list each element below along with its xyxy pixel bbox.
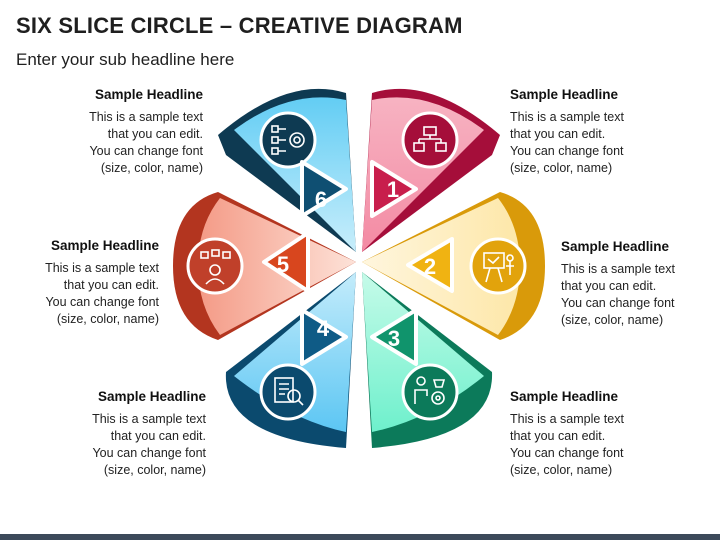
slice-6: 6 <box>218 88 356 252</box>
slice-4-number: 4 <box>317 316 330 341</box>
page-subtitle: Enter your sub headline here <box>16 50 235 69</box>
slice-3: 3 <box>362 272 493 448</box>
org-chart-icon <box>401 111 459 169</box>
block-5-headline: Sample Headline <box>50 238 159 253</box>
slice-1: 1 <box>362 88 500 252</box>
presentation-board-icon <box>469 237 527 295</box>
block-3-line-2: that you can edit. <box>510 429 606 443</box>
slice-4-triangle <box>300 308 348 366</box>
block-6-headline: Sample Headline <box>94 87 203 102</box>
block-6-line-4: (size, color, name) <box>100 161 203 175</box>
block-1-line-1: This is a sample text <box>510 110 624 124</box>
slice-5-number: 5 <box>277 252 289 277</box>
slice-2: 2 <box>362 192 545 340</box>
block-2-line-2: that you can edit. <box>561 279 657 293</box>
block-5-line-2: that you can edit. <box>63 278 159 292</box>
text-block-5: Sample Headline This is a sample text th… <box>0 237 159 328</box>
page-title: SIX SLICE CIRCLE – CREATIVE DIAGRAM <box>16 13 463 38</box>
block-6-line-2: that you can edit. <box>107 127 203 141</box>
text-block-1: Sample Headline This is a sample text th… <box>510 86 685 177</box>
block-4-line-3: You can change font <box>92 446 206 460</box>
block-3-line-3: You can change font <box>510 446 624 460</box>
block-3-line-1: This is a sample text <box>510 412 624 426</box>
slice-5-triangle <box>262 231 310 293</box>
block-3-line-4: (size, color, name) <box>510 463 613 477</box>
block-1-headline: Sample Headline <box>510 87 619 102</box>
block-3-headline: Sample Headline <box>510 389 619 404</box>
block-2-line-3: You can change font <box>561 296 675 310</box>
text-block-3: Sample Headline This is a sample text th… <box>510 388 685 479</box>
slice-2-number: 2 <box>424 254 436 279</box>
block-6-line-3: You can change font <box>89 144 203 158</box>
slice-3-number: 3 <box>388 326 400 351</box>
slice-5: 5 <box>173 192 356 340</box>
document-magnifier-icon <box>259 363 317 421</box>
block-4-headline: Sample Headline <box>97 389 206 404</box>
block-1-line-2: that you can edit. <box>510 127 606 141</box>
block-6-line-1: This is a sample text <box>89 110 203 124</box>
block-2-line-4: (size, color, name) <box>561 313 664 327</box>
slice-3-triangle <box>370 308 418 366</box>
block-4-line-1: This is a sample text <box>92 412 206 426</box>
block-1-line-4: (size, color, name) <box>510 161 613 175</box>
block-5-line-1: This is a sample text <box>45 261 159 275</box>
slice-1-triangle <box>370 160 418 218</box>
slice-2-triangle <box>406 237 454 293</box>
footer-bar <box>0 534 720 540</box>
slice-6-triangle <box>300 160 348 218</box>
block-5-line-3: You can change font <box>45 295 159 309</box>
text-block-4: Sample Headline This is a sample text th… <box>31 388 206 479</box>
text-block-6: Sample Headline This is a sample text th… <box>28 86 203 177</box>
slice-4: 4 <box>225 272 356 448</box>
person-network-icon <box>186 237 244 295</box>
text-block-2: Sample Headline This is a sample text th… <box>561 238 720 329</box>
block-5-line-4: (size, color, name) <box>56 312 159 326</box>
block-4-line-4: (size, color, name) <box>103 463 206 477</box>
slice-6-number: 6 <box>315 187 327 212</box>
block-1-line-3: You can change font <box>510 144 624 158</box>
person-gear-icon <box>401 363 459 421</box>
block-2-headline: Sample Headline <box>561 239 670 254</box>
block-4-line-2: that you can edit. <box>110 429 206 443</box>
slice-1-number: 1 <box>387 177 399 202</box>
checklist-target-icon <box>259 111 317 169</box>
block-2-line-1: This is a sample text <box>561 262 675 276</box>
